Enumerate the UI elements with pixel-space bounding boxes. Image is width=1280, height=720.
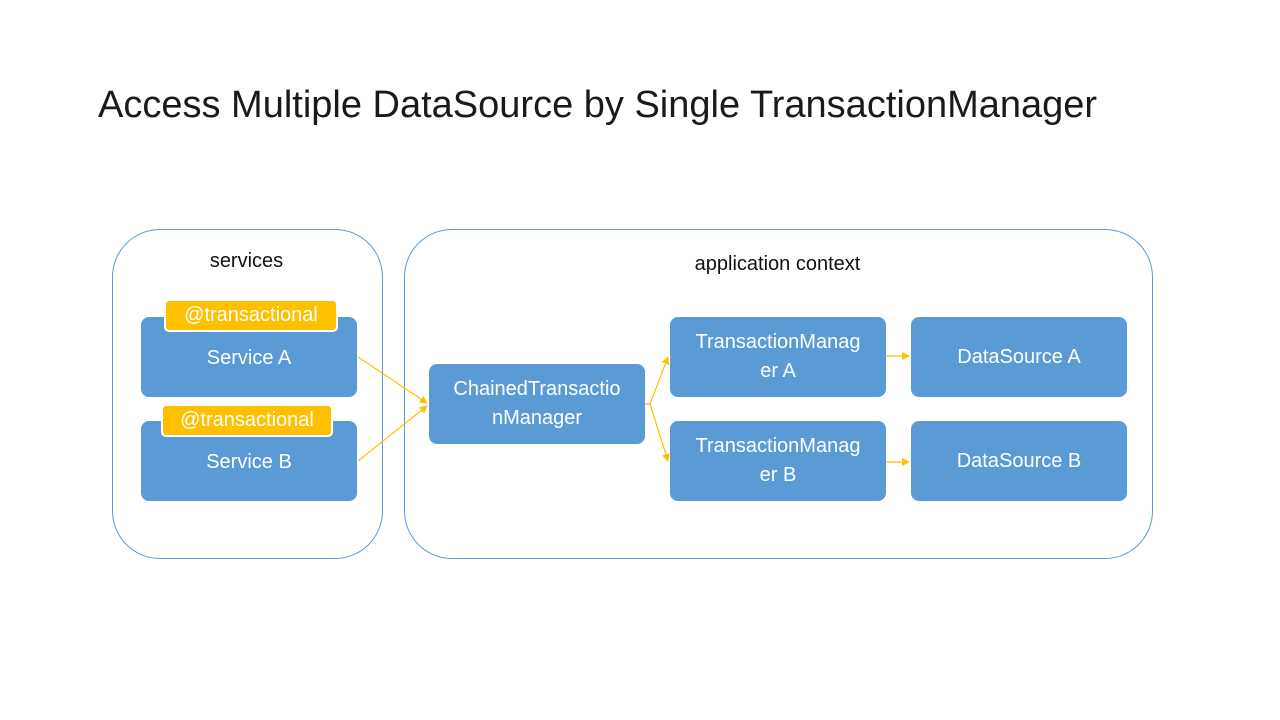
chained-transaction-manager-label: ChainedTransactio nManager xyxy=(453,378,621,429)
chained-transaction-manager-node[interactable]: ChainedTransactio nManager xyxy=(429,364,645,444)
service-b-transactional-tag: @transactional xyxy=(161,404,333,437)
service-b-label: Service B xyxy=(206,450,292,473)
transaction-manager-b-label: TransactionManag er B xyxy=(695,435,861,486)
datasource-a-label: DataSource A xyxy=(957,345,1081,368)
services-group-label: services xyxy=(209,250,284,272)
slide-title: Access Multiple DataSource by Single Tra… xyxy=(98,84,1098,126)
datasource-b-label: DataSource B xyxy=(956,449,1082,472)
service-a-transactional-tag: @transactional xyxy=(164,299,338,332)
datasource-a-node[interactable]: DataSource A xyxy=(911,317,1127,397)
transaction-manager-a-label: TransactionManag er A xyxy=(695,331,861,382)
transaction-manager-b-node[interactable]: TransactionManag er B xyxy=(670,421,886,501)
application-context-group-label: application context xyxy=(694,253,861,275)
transaction-manager-a-node[interactable]: TransactionManag er A xyxy=(670,317,886,397)
service-a-label: Service A xyxy=(206,346,292,369)
datasource-b-node[interactable]: DataSource B xyxy=(911,421,1127,501)
